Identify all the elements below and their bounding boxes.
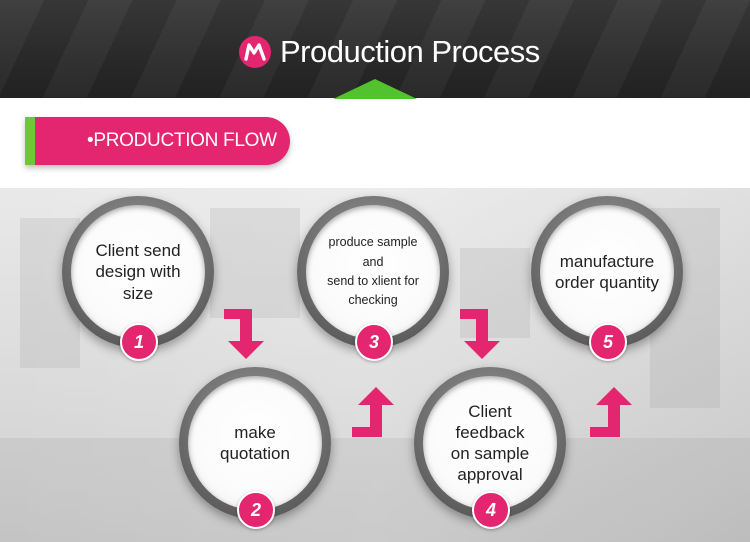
- arrow-up-icon: [590, 387, 632, 437]
- step-3-badge: 3: [355, 323, 393, 361]
- section-label: •PRODUCTION FLOW: [87, 130, 277, 151]
- m-logo-icon: [239, 36, 271, 68]
- step-4-badge: 4: [472, 491, 510, 529]
- page-title: Production Process: [280, 34, 540, 69]
- section-label-bar: [25, 117, 290, 165]
- header-notch: [333, 79, 417, 99]
- step-1-badge: 1: [120, 323, 158, 361]
- arrow-up-icon: [352, 387, 394, 437]
- arrow-down-icon: [460, 309, 500, 359]
- step-5-badge: 5: [589, 323, 627, 361]
- step-2-badge: 2: [237, 491, 275, 529]
- arrow-down-icon: [224, 309, 264, 359]
- header-band: [0, 0, 750, 98]
- section-label-accent: [25, 117, 35, 165]
